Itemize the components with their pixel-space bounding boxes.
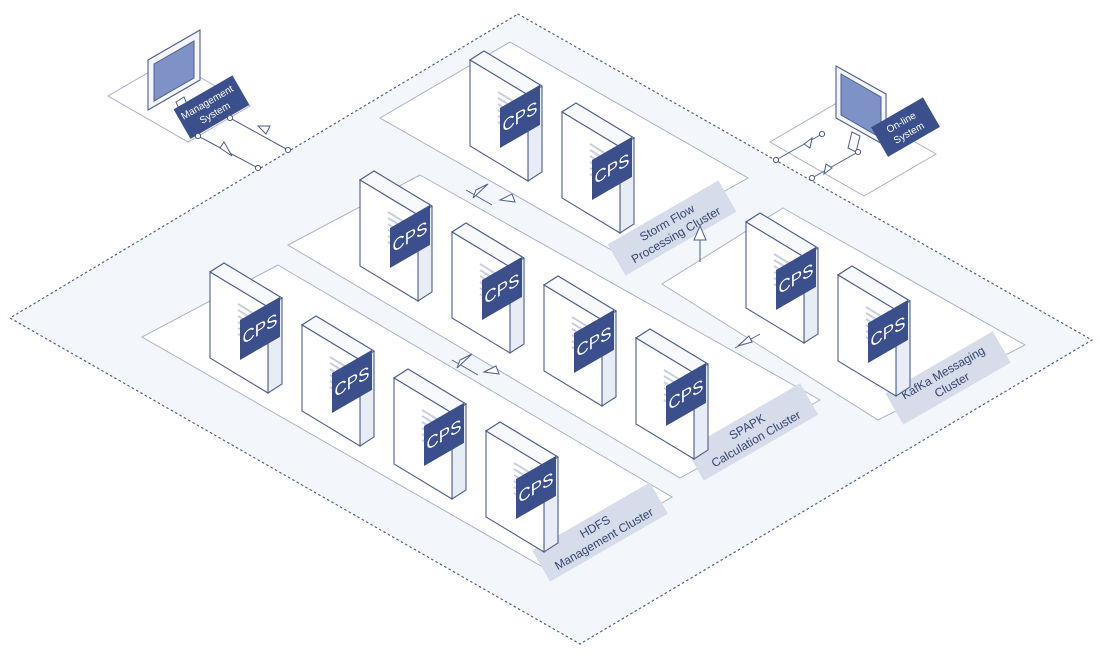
arrow-hdfs-to-spark	[456, 353, 473, 369]
terminal-online: On-line System	[769, 65, 940, 197]
server-kafka-1: CPS	[745, 212, 819, 344]
cps-tag: CPS	[390, 204, 430, 268]
server-spark-2: CPS	[451, 222, 525, 354]
server-hdfs-1: CPS	[209, 262, 283, 394]
cps-tag: CPS	[482, 256, 522, 320]
arrow-storm-to-spark	[498, 193, 516, 203]
cluster-label-band-hdfs	[532, 482, 668, 582]
terminal-tag-online	[871, 97, 940, 157]
cps-badge	[776, 246, 816, 310]
link-node	[818, 130, 826, 138]
arrow-to-management	[256, 125, 271, 135]
arrow-spark-to-hdfs	[482, 365, 500, 375]
cps-tag: CPS	[574, 309, 614, 373]
cps-badge	[516, 455, 556, 519]
arrow-kafka-to-spark	[737, 335, 753, 347]
cps-badge	[240, 296, 280, 360]
server-spark-3: CPS	[543, 275, 617, 407]
link-node	[226, 114, 234, 122]
cps-tag: CPS	[332, 349, 372, 413]
cps-tag: CPS	[868, 299, 908, 363]
cps-badge	[868, 299, 908, 363]
cps-badge	[482, 256, 522, 320]
cluster-label-band-storm	[607, 180, 737, 276]
link-node	[772, 156, 780, 164]
terminal-management: Management System	[107, 29, 292, 172]
cps-badge	[424, 402, 464, 466]
cps-tag: CPS	[776, 246, 816, 310]
screen-management-icon	[153, 40, 195, 102]
server-spark-1: CPS	[359, 170, 433, 302]
cps-badge	[592, 136, 632, 200]
cps-badge	[332, 349, 372, 413]
cps-badge	[390, 204, 430, 268]
server-kafka-2: CPS	[837, 265, 911, 397]
cps-tag: CPS	[592, 136, 632, 200]
link-node	[854, 148, 862, 156]
terminal-tag-management	[173, 75, 250, 139]
cluster-label-band-kafka	[885, 331, 1011, 425]
arrow-kafka-to-storm	[693, 224, 707, 241]
arrow-from-online	[823, 163, 833, 176]
arrow-to-online	[803, 136, 813, 149]
cps-tag: CPS	[516, 455, 556, 519]
cps-badge	[666, 362, 706, 426]
server-hdfs-4: CPS	[485, 421, 559, 553]
cps-tag: CPS	[666, 362, 706, 426]
server-hdfs-2: CPS	[301, 315, 375, 447]
server-storm-1: CPS	[469, 50, 543, 182]
link-node	[284, 146, 292, 154]
cps-badge	[574, 309, 614, 373]
arrow-from-management	[219, 141, 233, 157]
arrow-spark-to-storm	[472, 183, 489, 199]
server-hdfs-3: CPS	[393, 368, 467, 500]
cluster-label-band-spark	[685, 383, 819, 481]
servers: CPS CPS CPS CPS CPS CPS CPS CPS CPS CPS CPS CPS	[209, 50, 911, 553]
cps-tag: CPS	[240, 296, 280, 360]
link-node	[808, 174, 816, 182]
link-node	[254, 164, 262, 172]
cps-badge	[500, 84, 540, 148]
links	[451, 183, 761, 376]
cps-tag: CPS	[424, 402, 464, 466]
server-spark-4: CPS	[635, 328, 709, 460]
link-node	[194, 132, 202, 140]
server-storm-2: CPS	[561, 102, 635, 234]
cps-tag: CPS	[500, 84, 540, 148]
